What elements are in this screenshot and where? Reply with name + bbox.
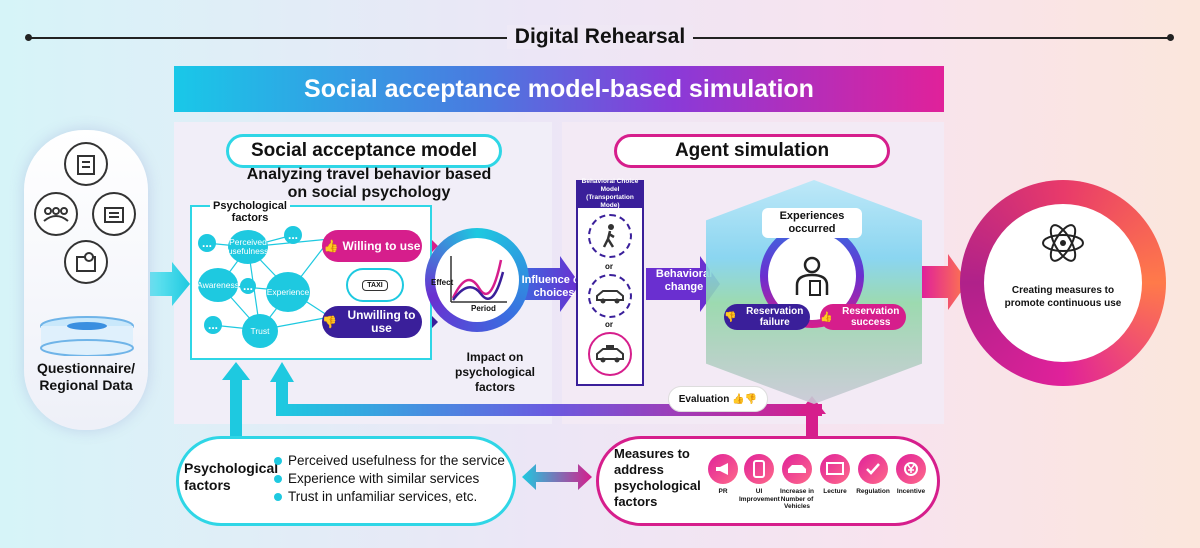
- atom-icon: [1038, 218, 1088, 268]
- taxi-icon: [588, 332, 632, 376]
- node-dot: ...: [240, 278, 256, 294]
- agent-simulation-pill: Agent simulation: [614, 134, 890, 168]
- thumbs-down-icon: 👎: [322, 314, 337, 329]
- car-icon: [588, 274, 632, 318]
- psych-factors-box: [176, 436, 516, 526]
- impact-label: Impact on psychological factors: [454, 350, 536, 394]
- effect-axis-label: Effect: [431, 278, 454, 287]
- psych-factors-list: Perceived usefulness for the service Exp…: [274, 452, 514, 506]
- header-rule-right-dot: [1167, 34, 1174, 41]
- map-pin-icon: [64, 240, 108, 284]
- node-trust: Trust: [242, 314, 278, 348]
- node-dot: ...: [198, 234, 216, 252]
- list-item: Trust in unfamiliar services, etc.: [274, 488, 514, 506]
- list-item: Perceived usefulness for the service: [274, 452, 514, 470]
- experiences-label: Experiences occurred: [762, 208, 862, 238]
- arrow-influence: [515, 256, 580, 312]
- thumbs-up-icon: 👍: [820, 311, 833, 323]
- database-icon: [38, 316, 136, 357]
- thumbs-down-icon: 👎: [744, 393, 758, 405]
- psych-factors-title: Psychological factors: [184, 460, 279, 493]
- double-arrow-icon: [522, 464, 592, 490]
- or-label: or: [605, 320, 613, 329]
- banner-title: Social acceptance model-based simulation: [174, 66, 944, 112]
- page-title: Digital Rehearsal: [500, 22, 700, 52]
- thumbs-up-icon: 👍: [732, 393, 745, 405]
- node-dot: ...: [284, 226, 302, 244]
- goal-label: Creating measures to promote continuous …: [1004, 285, 1122, 309]
- measure-label-regulation: Regulation: [856, 488, 890, 495]
- phone-icon: [744, 454, 774, 484]
- reservation-success-pill: 👍Reservation success: [820, 304, 906, 330]
- building-icon: [92, 192, 136, 236]
- willing-to-use-pill: 👍Willing to use: [322, 230, 422, 262]
- clipboard-icon: [64, 142, 108, 186]
- yen-coin-icon: [896, 454, 926, 484]
- measure-label-incentive: Incentive: [896, 488, 926, 495]
- reservation-failure-pill: 👎Reservation failure: [724, 304, 810, 330]
- measures-title: Measures to address psychological factor…: [614, 446, 701, 509]
- arrow-to-goal: [922, 254, 968, 310]
- megaphone-icon: [708, 454, 738, 484]
- unwilling-to-use-pill: 👎Unwilling to use: [322, 306, 422, 338]
- network-title: Psychological factors: [210, 200, 290, 224]
- evaluation-badge: Evaluation👍👎: [668, 386, 768, 412]
- bullet-icon: [274, 475, 282, 483]
- measure-label-ui: UI Improvement: [739, 488, 780, 503]
- measure-label-pr: PR: [718, 488, 728, 495]
- influence-label: Influence on choices: [521, 274, 587, 299]
- node-experience: Experience: [266, 272, 310, 312]
- data-label: Questionnaire/ Regional Data: [36, 360, 136, 393]
- node-awareness: Awareness: [197, 268, 239, 302]
- people-icon: [34, 192, 78, 236]
- node-dot: ...: [204, 316, 222, 334]
- header-rule-left-dot: [25, 34, 32, 41]
- bullet-icon: [274, 493, 282, 501]
- arrow-behavioral-change: [646, 256, 720, 312]
- bullet-icon: [274, 457, 282, 465]
- thumbs-down-icon: 👎: [724, 311, 737, 323]
- arrow-data-to-model: [150, 262, 190, 306]
- arrow-measures-up: [806, 412, 818, 436]
- lecture-icon: [820, 454, 850, 484]
- regulation-icon: [858, 454, 888, 484]
- effect-chart: Effect Period: [431, 238, 519, 322]
- node-usefulness: Perceived usefulness: [228, 230, 268, 264]
- social-model-subtitle: Analyzing travel behavior based on socia…: [246, 166, 492, 201]
- arrow-psych-up: [230, 378, 242, 436]
- walk-icon: [588, 214, 632, 258]
- taxi-icon: TAXI: [346, 268, 404, 302]
- behavioral-choice-title: Behavioral Choice Model (Transportation …: [576, 178, 644, 209]
- thumbs-up-icon: 👍: [323, 238, 339, 253]
- vehicles-icon: [782, 454, 812, 484]
- measure-label-lecture: Lecture: [823, 488, 847, 495]
- or-label: or: [605, 262, 613, 271]
- measure-label-vehicles: Increase in Number of Vehicles: [780, 488, 814, 510]
- behavioral-change-label: Behavioral change: [655, 268, 713, 293]
- social-model-pill: Social acceptance model: [226, 134, 502, 168]
- period-axis-label: Period: [471, 304, 496, 313]
- list-item: Experience with similar services: [274, 470, 514, 488]
